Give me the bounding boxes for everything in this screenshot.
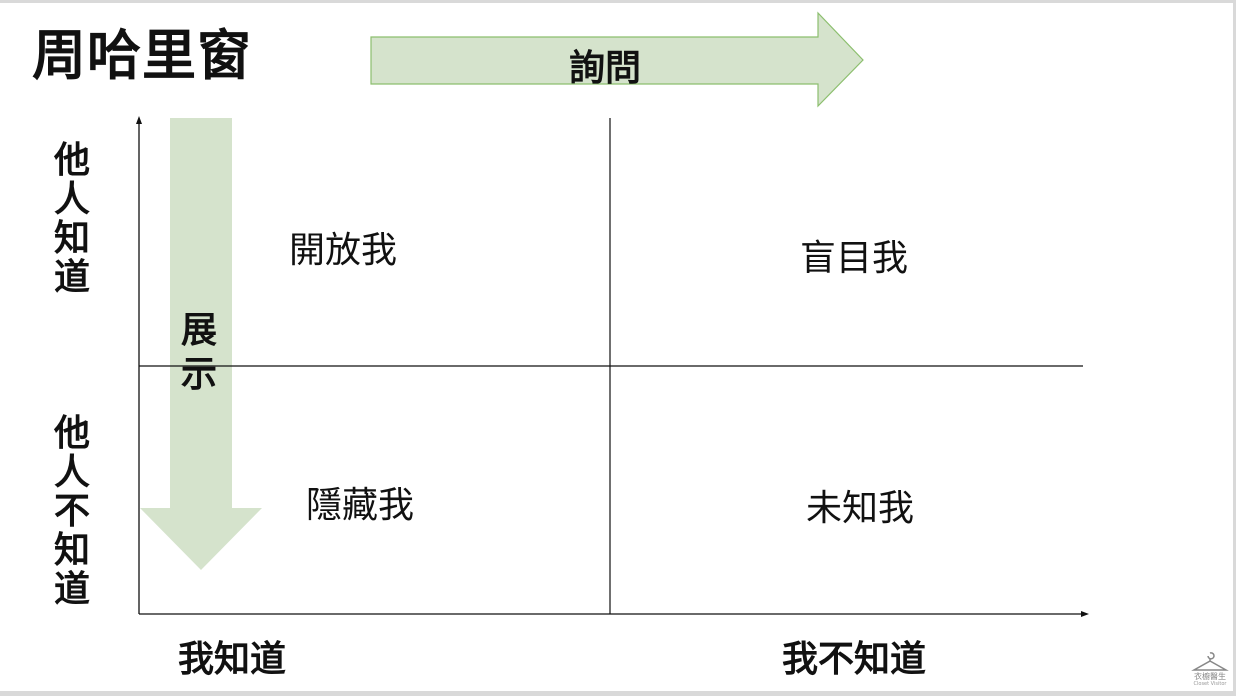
quadrant-blind: 盲目我 [800,238,909,279]
slide: 周哈里窗 詢問 展示 他人知道 他人不知道 開放我 盲目我 隱藏我 未知我 我知… [0,3,1233,691]
logo-name: 衣櫥醫生 [1194,672,1226,681]
quadrant-open: 開放我 [289,230,398,271]
page-title: 周哈里窗 [32,24,252,87]
i-know-label: 我知道 [178,639,287,680]
others-dont-know-label: 他人不知道 [53,413,90,610]
i-dont-know-label: 我不知道 [782,639,927,680]
others-know-label: 他人知道 [53,140,90,298]
logo-subtitle: Closet Visitor [1193,681,1227,687]
ask-arrow [370,11,864,108]
ask-label: 詢問 [568,48,641,89]
x-axis-arrowhead [1081,611,1089,617]
show-label: 展示 [181,310,218,395]
y-axis-arrowhead [136,116,142,124]
quadrant-hidden: 隱藏我 [306,485,415,526]
logo: 衣櫥醫生 Closet Visitor [1188,650,1232,692]
show-arrow [140,118,262,570]
quadrant-unknown: 未知我 [806,488,915,529]
diagram-graphics [136,11,1089,617]
hanger-icon [1191,652,1229,671]
